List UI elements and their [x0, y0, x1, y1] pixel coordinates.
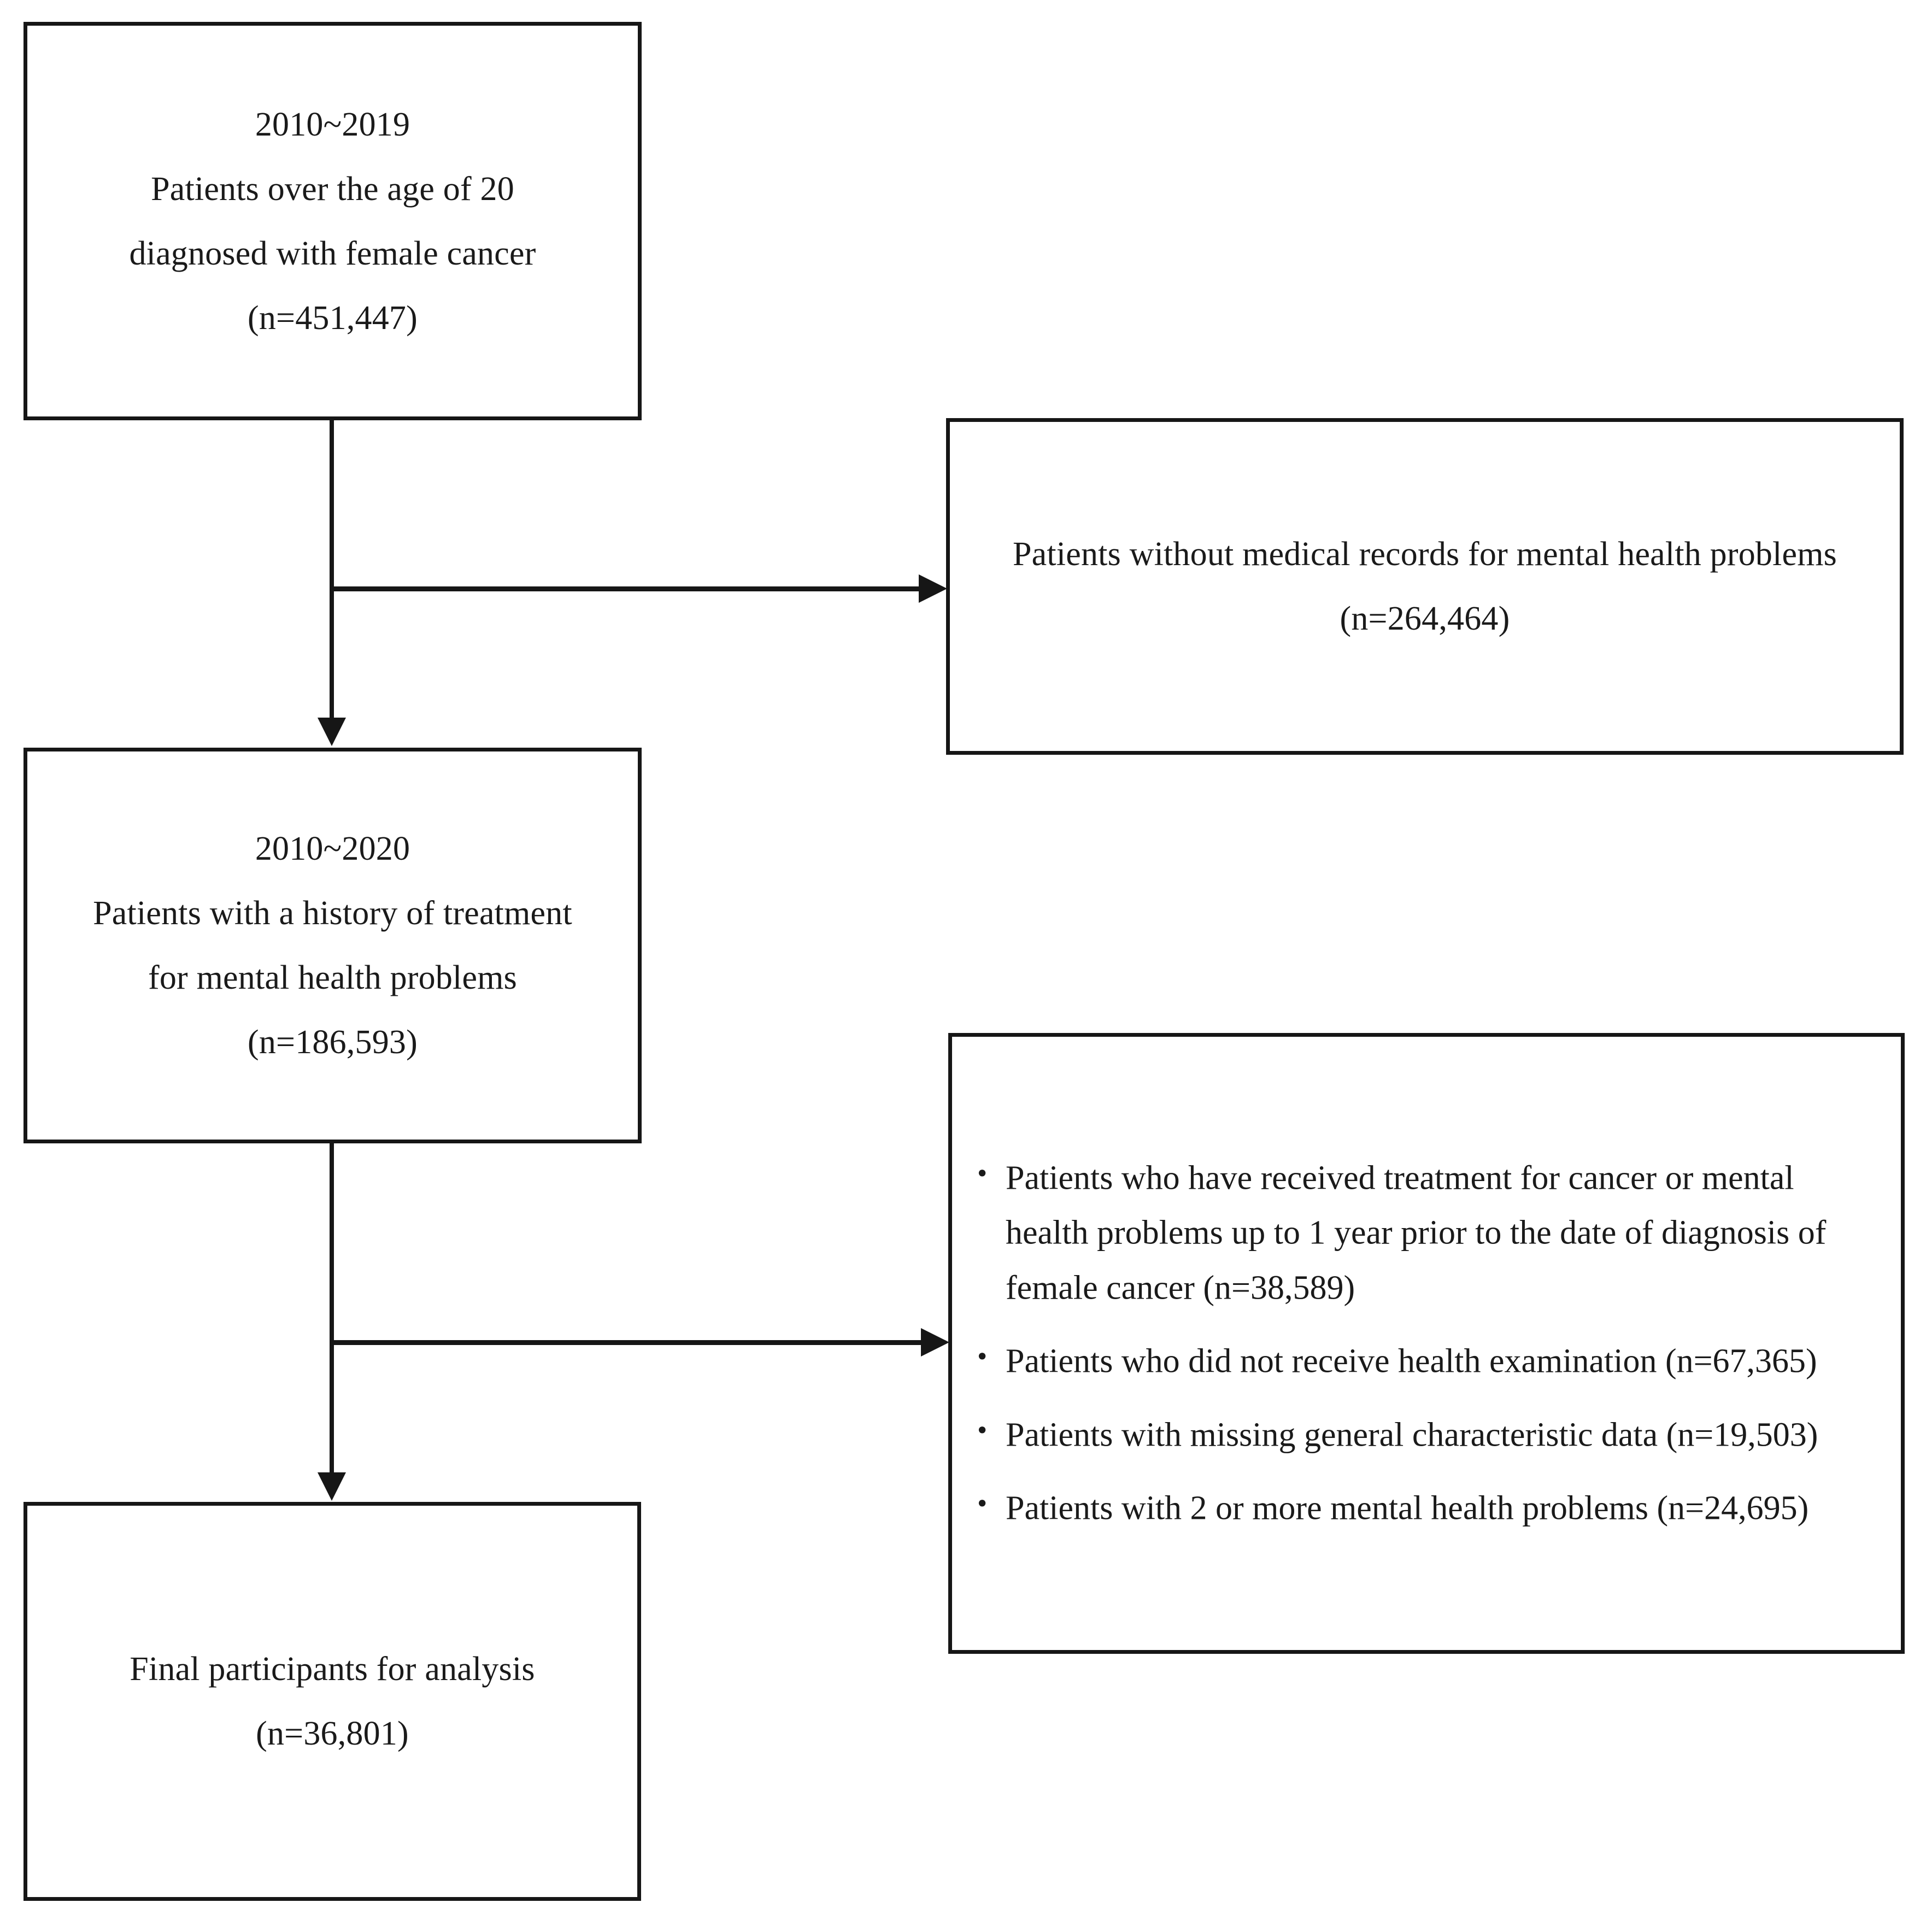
box-cohort-mental-health-line-3: for mental health problems — [148, 959, 517, 996]
connector-horizontal-1 — [332, 586, 921, 591]
box-exclusion-1-line-1: Patients without medical records for men… — [1012, 536, 1837, 573]
box-cohort-mental-health: 2010~2020 Patients with a history of tre… — [24, 748, 642, 1143]
box-final-cohort-line-1: Final participants for analysis — [130, 1651, 535, 1688]
box-cohort-mental-health-line-4: (n=186,593) — [248, 1024, 418, 1061]
connector-vertical-1 — [330, 420, 334, 719]
box-cohort-initial-line-4: (n=451,447) — [248, 299, 418, 337]
box-cohort-initial: 2010~2019 Patients over the age of 20 di… — [24, 22, 642, 420]
bullet-dot-icon: • — [977, 1488, 988, 1519]
connector-vertical-2 — [330, 1143, 334, 1473]
list-item-text: Patients with 2 or more mental health pr… — [1006, 1489, 1809, 1527]
list-item: • Patients with 2 or more mental health … — [977, 1481, 1879, 1536]
list-item-text: Patients who have received treatment for… — [1006, 1159, 1827, 1307]
list-item-text: Patients who did not receive health exam… — [1006, 1343, 1817, 1380]
box-cohort-mental-health-line-1: 2010~2020 — [255, 830, 410, 867]
bullet-dot-icon: • — [977, 1158, 988, 1189]
bullet-dot-icon: • — [977, 1414, 988, 1446]
box-final-cohort-line-2: (n=36,801) — [256, 1715, 409, 1752]
arrow-right-icon — [921, 1328, 949, 1357]
exclusion-2-bullet-list: • Patients who have received treatment f… — [952, 1151, 1901, 1536]
list-item: • Patients who have received treatment f… — [977, 1151, 1879, 1316]
box-cohort-initial-line-1: 2010~2019 — [255, 105, 410, 143]
arrow-right-icon — [919, 574, 947, 603]
box-cohort-initial-line-2: Patients over the age of 20 — [151, 170, 514, 208]
list-item: • Patients with missing general characte… — [977, 1407, 1879, 1462]
bullet-dot-icon: • — [977, 1341, 988, 1372]
list-item: • Patients who did not receive health ex… — [977, 1334, 1879, 1389]
box-exclusion-2: • Patients who have received treatment f… — [948, 1033, 1905, 1654]
box-cohort-mental-health-line-2: Patients with a history of treatment — [93, 895, 572, 932]
box-exclusion-1-line-2: (n=264,464) — [1340, 600, 1510, 637]
arrow-down-icon — [318, 718, 346, 746]
box-cohort-initial-line-3: diagnosed with female cancer — [129, 234, 536, 272]
box-final-cohort: Final participants for analysis (n=36,80… — [24, 1502, 641, 1901]
arrow-down-icon — [318, 1472, 346, 1501]
list-item-text: Patients with missing general characteri… — [1006, 1416, 1818, 1454]
connector-horizontal-2 — [332, 1340, 923, 1345]
box-exclusion-1: Patients without medical records for men… — [946, 418, 1904, 755]
